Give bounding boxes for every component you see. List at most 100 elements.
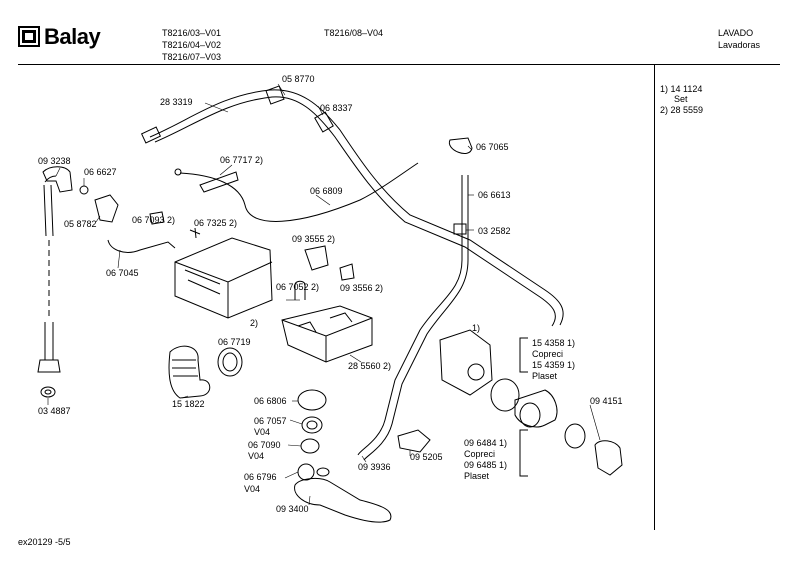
category-label: LAVADO: [718, 28, 754, 38]
drain-hose-right: [363, 175, 469, 461]
seal-067057: [301, 416, 323, 434]
label-plaset-1: Plaset: [532, 371, 558, 381]
dispenser-housing: [174, 237, 273, 319]
doc-code: ex20129 -5/5: [18, 537, 71, 547]
part-093555: [304, 245, 329, 271]
seal-067057-inner: [306, 420, 318, 430]
label-copreci-2: Copreci: [464, 449, 496, 459]
main-hose-upper: [149, 89, 564, 326]
leader-058782: [95, 215, 101, 223]
clamp-032582: [453, 223, 467, 235]
leader-067090: [287, 444, 302, 447]
label-096484: 09 6484 1): [464, 438, 508, 448]
label-v04-a: V04: [254, 427, 271, 437]
label-067045: 06 7045: [106, 268, 139, 278]
leader-093936: [361, 455, 367, 463]
label-095205: 09 5205: [410, 452, 443, 462]
inlet-pipe: [43, 184, 54, 237]
note-1-code: 1) 14 1124: [660, 84, 703, 94]
leader-066809: [315, 194, 331, 206]
leader-068337: [317, 105, 324, 116]
label-093555: 09 3555 2): [292, 234, 336, 244]
leader-093400: [308, 495, 311, 506]
label-066809: 06 6809: [310, 186, 343, 196]
seal-067719: [217, 347, 243, 377]
seal-094151: [564, 423, 586, 449]
brand-logo: Balay: [18, 24, 122, 52]
note-1-sub: Set: [674, 94, 688, 104]
seal-067090: [300, 438, 320, 454]
label-067065: 06 7065: [476, 142, 509, 152]
label-151822: 15 1822: [172, 399, 205, 409]
impeller-cover: [594, 440, 623, 476]
model-code-2: T8216/04–V02: [162, 40, 222, 50]
hose-clamp-058770: [265, 85, 285, 105]
part-093556: [339, 263, 355, 281]
note-2-code: 2) 28 5559: [660, 105, 704, 115]
label-283319: 28 3319: [160, 97, 193, 107]
label-285560: 28 5560 2): [348, 361, 392, 371]
label-154358: 15 4358 1): [532, 338, 576, 348]
ring-066627: [79, 185, 89, 195]
label-copreci-1: Copreci: [532, 349, 564, 359]
subcategory-label: Lavadoras: [718, 40, 761, 50]
label-066806: 06 6806: [254, 396, 287, 406]
inlet-elbow: [44, 175, 57, 183]
label-067719: 06 7719: [218, 337, 251, 347]
label-066627: 06 6627: [84, 167, 117, 177]
brand-logo-mark: [18, 26, 40, 47]
drawer-285560: [281, 305, 373, 363]
label-093556: 09 3556 2): [340, 283, 384, 293]
drain-pipe-lower: [44, 322, 54, 360]
seal-copreci-1: [490, 378, 520, 412]
leader-283319: [204, 102, 229, 113]
header-divider: [18, 64, 780, 65]
drawer-compartments: [297, 312, 353, 333]
label-058782: 05 8782: [64, 219, 97, 229]
ring-034887: [40, 386, 56, 398]
bracket-note-1: [519, 337, 528, 373]
hose-clamp-068337: [314, 111, 334, 133]
pressure-switch-067065: [448, 137, 473, 154]
model-code-1: T8216/03–V01: [162, 28, 222, 38]
model-code-3: T8216/07–V03: [162, 52, 222, 62]
label-068337: 06 8337: [320, 103, 353, 113]
sump-inlet: [316, 467, 330, 477]
label-034887: 03 4887: [38, 406, 71, 416]
leader-151822: [181, 395, 189, 399]
label-v04-b: V04: [248, 451, 265, 461]
drawer-edges: [281, 317, 373, 362]
label-066796: 06 6796: [244, 472, 277, 482]
inlet-elbow-body: [42, 166, 73, 193]
drain-hose-left: [357, 175, 463, 456]
label-032582: 03 2582: [478, 226, 511, 236]
cable-eyelet: [174, 168, 182, 176]
cable-066809: [179, 162, 419, 222]
drain-pipe-base: [37, 359, 61, 373]
pump-motor: [439, 329, 493, 396]
label-v04-c: V04: [244, 484, 261, 494]
pump-housing-opening: [519, 402, 541, 428]
bracket-067717: [199, 171, 239, 193]
label-093936: 09 3936: [358, 462, 391, 472]
valve-058782: [94, 194, 119, 223]
label-096485: 09 6485 1): [464, 460, 508, 470]
pump-housing-096484: [514, 389, 558, 428]
leader-094151: [589, 404, 601, 441]
label-154359: 15 4359 1): [532, 360, 576, 370]
filter-095205: [397, 429, 431, 453]
model-code-4: T8216/08–V04: [324, 28, 384, 38]
notes-divider: [654, 64, 655, 530]
label-066613: 06 6613: [478, 190, 511, 200]
leader-093238: [55, 167, 61, 177]
leader-067057: [289, 419, 303, 425]
main-hose-lower: [154, 96, 556, 327]
bracket-note-2: [519, 429, 528, 477]
hose-end-fitting: [140, 126, 162, 144]
seal-066806: [297, 389, 327, 411]
leader-067717: [219, 164, 233, 176]
leader-067065: [467, 145, 473, 151]
label-093400: 09 3400: [276, 504, 309, 514]
label-067052: 06 7052 2): [276, 282, 320, 292]
